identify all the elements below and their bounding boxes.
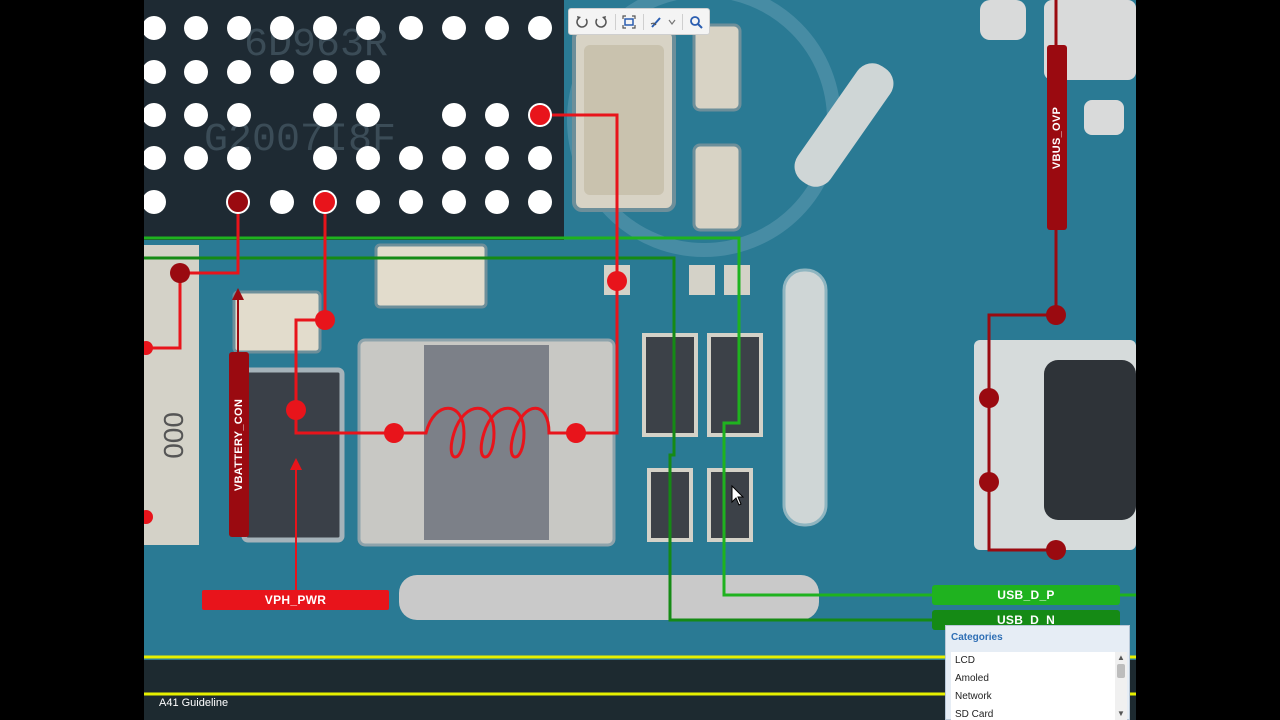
toolbar-separator — [681, 13, 683, 30]
categories-scrollbar[interactable]: ▲ ▼ — [1115, 652, 1127, 720]
net-label-vbus-ovp-text: VBUS_OVP — [1051, 106, 1063, 169]
scroll-up-icon[interactable]: ▲ — [1117, 653, 1125, 662]
search-icon[interactable] — [688, 12, 705, 32]
bga-pads — [144, 16, 552, 214]
net-label-usb-d-n-text: USB_D_N — [996, 613, 1056, 627]
vph-pwr-trace — [294, 202, 394, 435]
net-label-usb-d-p-text: USB_D_P — [997, 588, 1055, 602]
scroll-thumb[interactable] — [1117, 664, 1125, 678]
mouse-cursor — [731, 484, 745, 506]
scroll-down-icon[interactable]: ▼ — [1117, 709, 1125, 718]
net-label-usb-d-p[interactable]: USB_D_P — [932, 585, 1120, 605]
category-item-sd-card[interactable]: SD Card — [955, 709, 994, 720]
category-item-amoled[interactable]: Amoled — [955, 673, 989, 684]
toolbar-separator — [614, 13, 616, 30]
fit-screen-icon[interactable] — [621, 12, 638, 32]
net-label-vbus-ovp[interactable]: VBUS_OVP — [1047, 45, 1067, 230]
toolbar-separator — [642, 13, 644, 30]
category-item-network[interactable]: Network — [955, 691, 992, 702]
usb-d-n-trace — [144, 256, 944, 622]
categories-title: Categories — [951, 632, 1003, 643]
rotate-right-icon[interactable] — [592, 12, 609, 32]
dropdown-icon[interactable] — [668, 12, 677, 32]
net-label-vbattery-con[interactable]: VBATTERY_CON — [229, 352, 249, 537]
net-label-vph-pwr[interactable]: VPH_PWR — [202, 590, 389, 610]
categories-panel: Categories LCD Amoled Network SD Card ▲ … — [945, 625, 1130, 720]
rotate-left-icon[interactable] — [573, 12, 590, 32]
test-points — [144, 103, 1066, 560]
board-viewer[interactable]: 6D963R G2007I8F 000 — [144, 0, 1136, 720]
draw-tool-icon[interactable] — [649, 12, 666, 32]
viewer-toolbar — [568, 8, 710, 35]
categories-list: LCD Amoled Network SD Card — [951, 652, 1117, 720]
net-label-vbattery-con-text: VBATTERY_CON — [233, 398, 245, 491]
inductor-symbol — [394, 406, 576, 459]
guideline-label: A41 Guideline — [159, 697, 229, 709]
usb-d-p-trace — [144, 236, 944, 597]
side-marking: 000 — [158, 412, 189, 459]
category-item-lcd[interactable]: LCD — [955, 655, 976, 666]
net-label-vph-pwr-text: VPH_PWR — [264, 593, 327, 607]
